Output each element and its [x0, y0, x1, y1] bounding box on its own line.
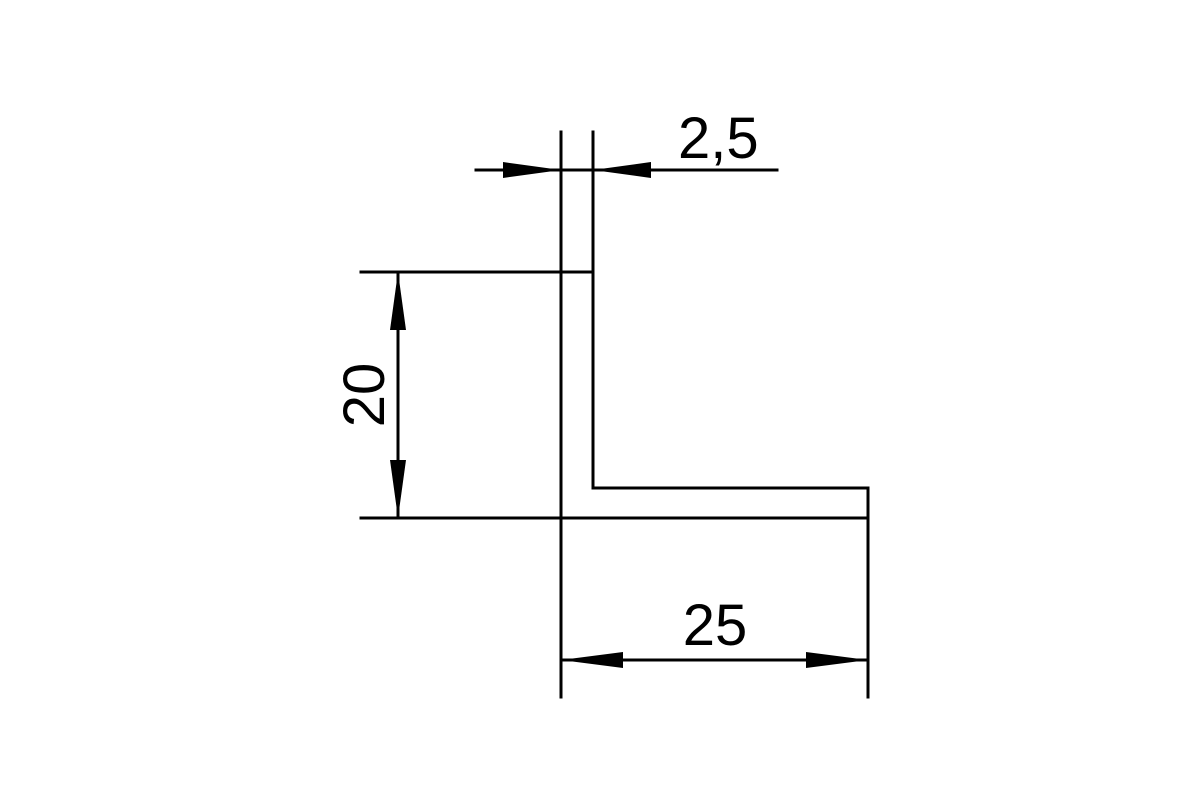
- width-arrow-right: [806, 652, 868, 668]
- thickness-arrow-right: [593, 162, 651, 178]
- thickness-dimension: 2,5: [474, 106, 779, 178]
- width-arrow-left: [561, 652, 623, 668]
- width-dimension: 25: [559, 593, 870, 668]
- height-label: 20: [332, 363, 397, 428]
- width-label: 25: [683, 593, 748, 658]
- thickness-arrow-left: [503, 162, 561, 178]
- thickness-label: 2,5: [678, 106, 759, 171]
- height-dimension: 20: [332, 270, 406, 520]
- profile-outline: [359, 130, 870, 699]
- height-arrow-bottom: [390, 460, 406, 518]
- height-arrow-top: [390, 272, 406, 330]
